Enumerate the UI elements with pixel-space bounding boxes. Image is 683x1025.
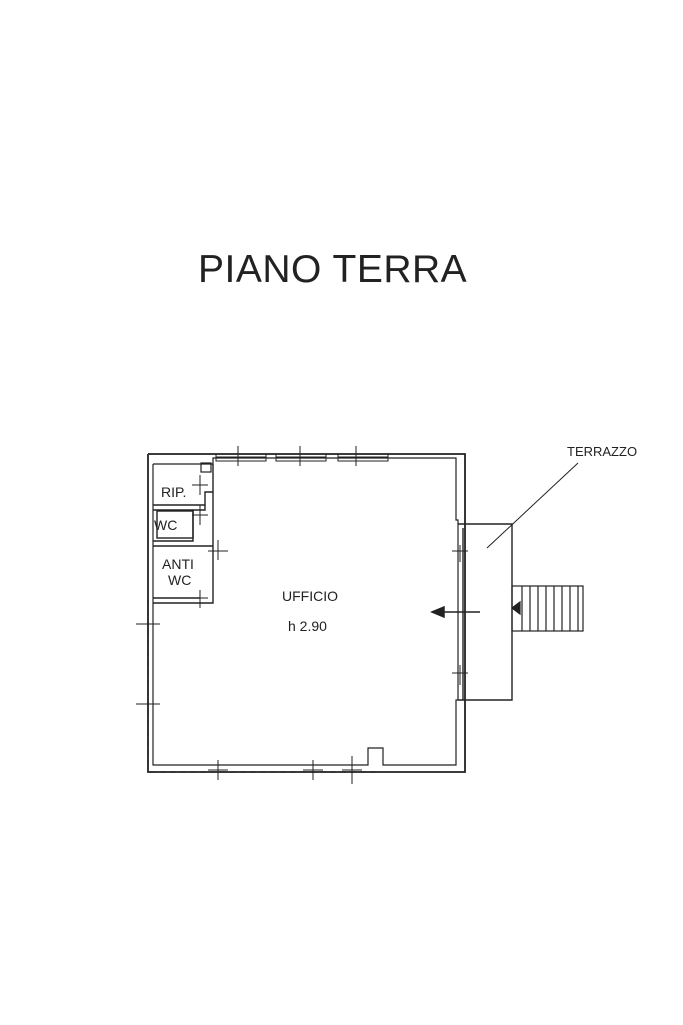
room-label-antiwc-line2: WC [168,572,191,588]
room-label-ufficio-height: h 2.90 [288,618,327,634]
entrance-arrow [430,605,480,619]
outer-walls [147,453,466,773]
terrazzo-leader [486,462,579,549]
survey-marks [136,446,468,784]
external-stairs [511,585,584,632]
service-partitions [153,464,214,604]
label-terrazzo: TERRAZZO [567,444,637,459]
room-label-ripostiglio: RIP. [161,484,186,500]
room-label-antiwc-line1: ANTI [162,556,194,572]
page-title: PIANO TERRA [198,248,468,291]
room-label-wc: WC [154,517,177,533]
room-label-ufficio: UFFICIO [282,588,338,604]
small-shaft [200,462,212,473]
